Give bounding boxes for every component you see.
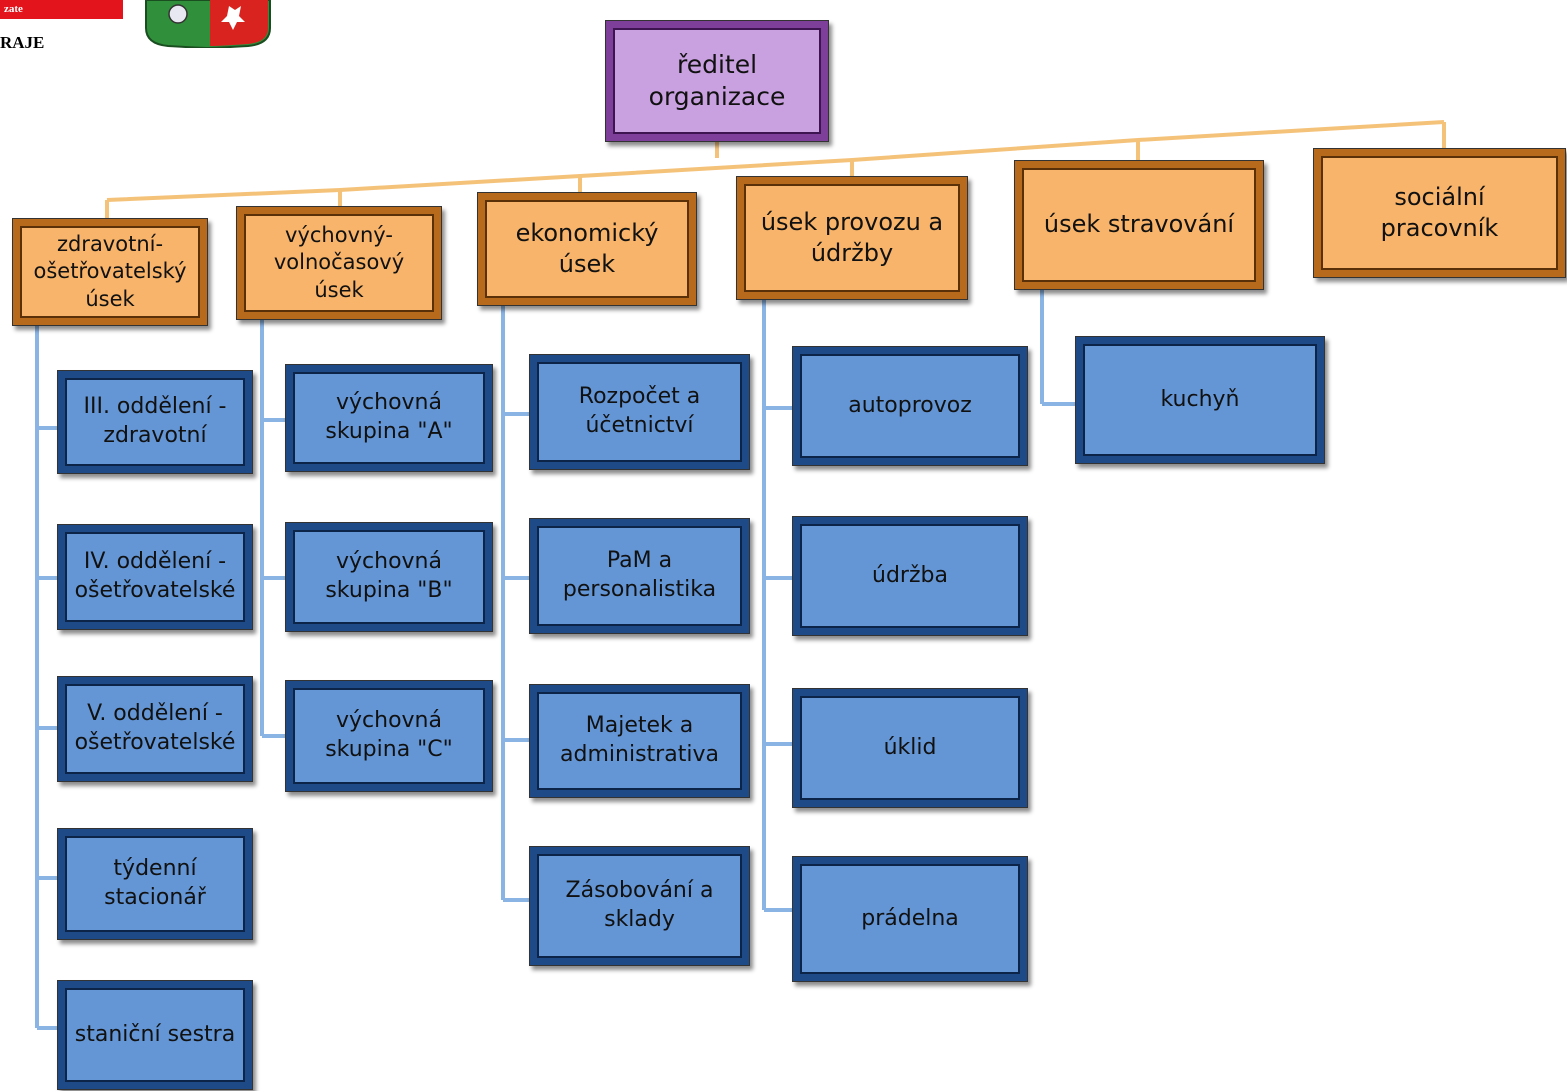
unit-label: výchovná skupina "A" [325,390,453,444]
unit-ward-3: III. oddělení - zdravotní [57,370,253,474]
unit-label: Rozpočet a účetnictví [578,384,701,438]
logo-text: RAJE [0,33,45,52]
department-health-care: zdravotní- ošetřovatelský úsek [12,218,208,326]
unit-ward-5: V. oddělení - ošetřovatelské [57,676,253,782]
unit-label: výchovná skupina "C" [325,708,453,762]
director-box: ředitel organizace [605,20,829,142]
unit-group-a: výchovná skupina "A" [285,364,493,472]
department-operations-maintenance: úsek provozu a údržby [736,176,968,300]
unit-group-c: výchovná skupina "C" [285,680,493,792]
connector-bus [106,120,1445,202]
unit-maintenance: údržba [792,516,1028,636]
department-education-leisure: výchovný- volnočasový úsek [236,206,442,320]
unit-label: staniční sestra [74,1021,236,1047]
unit-label: autoprovoz [848,392,972,418]
unit-head-nurse: staniční sestra [57,980,253,1090]
department-label: úsek provozu a údržby [760,207,944,267]
unit-property-admin: Majetek a administrativa [529,684,750,798]
director-label: ředitel organizace [648,49,786,112]
department-social-worker: sociální pracovník [1313,148,1566,278]
unit-label: V. oddělení - ošetřovatelské [74,701,236,755]
unit-label: údržba [872,562,948,588]
department-economic: ekonomický úsek [477,192,697,306]
unit-label: týdenní stacionář [104,856,206,910]
unit-label: úklid [883,734,937,760]
logo-banner-text: zate [4,3,23,15]
unit-group-b: výchovná skupina "B" [285,522,493,632]
unit-label: Majetek a administrativa [560,713,719,767]
crest-logo [145,0,271,48]
unit-label: kuchyň [1160,386,1240,412]
unit-label: III. oddělení - zdravotní [83,394,227,448]
department-label: zdravotní- ošetřovatelský úsek [33,232,187,311]
unit-label: prádelna [861,905,959,931]
unit-label: výchovná skupina "B" [325,549,453,603]
unit-ward-4: IV. oddělení - ošetřovatelské [57,524,253,630]
unit-kitchen: kuchyň [1075,336,1325,464]
department-label: sociální pracovník [1380,182,1499,242]
department-label: úsek stravování [1043,210,1235,239]
unit-cleaning: úklid [792,688,1028,808]
unit-label: Zásobování a sklady [565,878,714,932]
unit-payroll-hr: PaM a personalistika [529,518,750,634]
unit-budget-accounting: Rozpočet a účetnictví [529,354,750,470]
unit-weekly-care: týdenní stacionář [57,828,253,940]
unit-laundry: prádelna [792,856,1028,982]
unit-vehicle-fleet: autoprovoz [792,346,1028,466]
department-label: výchovný- volnočasový úsek [273,223,405,302]
unit-label: PaM a personalistika [562,548,717,602]
department-label: ekonomický úsek [515,218,659,278]
logo-banner: zate [0,0,123,19]
department-catering: úsek stravování [1014,160,1264,290]
unit-supply-storage: Zásobování a sklady [529,846,750,966]
unit-label: IV. oddělení - ošetřovatelské [74,549,236,603]
